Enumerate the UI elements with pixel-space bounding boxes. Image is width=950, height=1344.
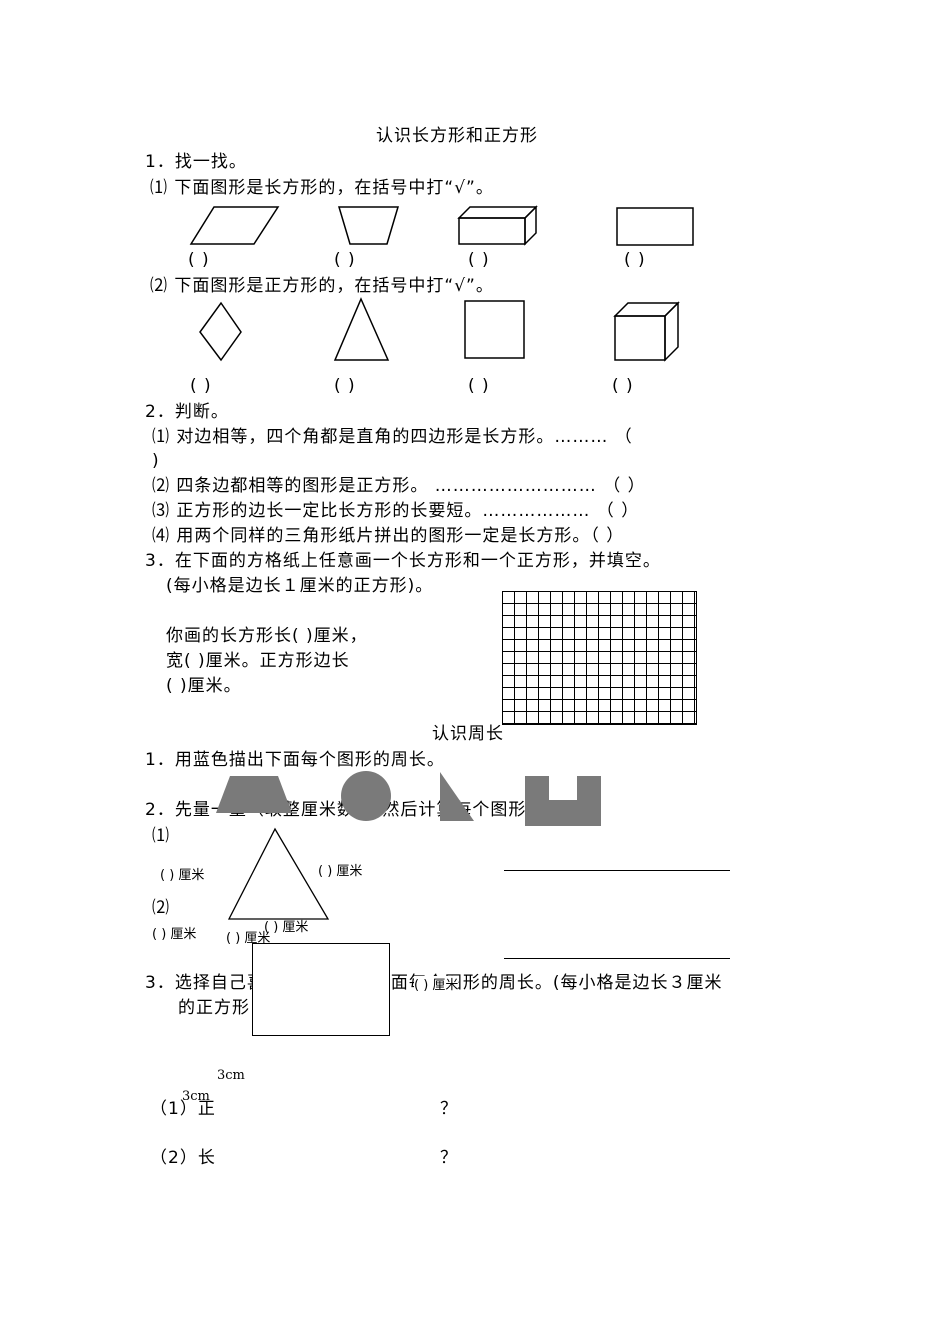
trapezoid-shape xyxy=(337,206,400,245)
perimeter-q3-part2: （2）长 xyxy=(150,1148,216,1168)
dim-label-top: 3cm xyxy=(217,1068,245,1083)
answer-paren-1d[interactable]: ( ) xyxy=(624,250,646,270)
grey-circle-shape xyxy=(341,771,391,821)
cm-overlay-label: ( ) 厘米 xyxy=(414,976,459,996)
title-perimeter: 认识周长 xyxy=(432,724,504,744)
cm-label-left: ( ) 厘米 xyxy=(160,868,205,883)
perimeter-q3-part1: （1）正 xyxy=(150,1099,216,1119)
q2-statement-3: ⑶ 正方形的边长一定比长方形的长要短。……………… （ ） xyxy=(152,501,640,521)
grey-u-shape xyxy=(525,776,601,826)
answer-line-2[interactable] xyxy=(504,958,730,959)
title-rect-square: 认识长方形和正方形 xyxy=(376,126,538,146)
answer-paren-2b[interactable]: ( ) xyxy=(334,376,356,396)
answer-paren-1c[interactable]: ( ) xyxy=(468,250,490,270)
rhombus-shape xyxy=(199,301,242,362)
cm-label-2-left: ( ) 厘米 xyxy=(152,927,197,942)
answer-line-1[interactable] xyxy=(504,870,730,871)
q3-fill-line-2: 宽( )厘米。正方形边长 xyxy=(166,651,350,671)
cuboid-shape xyxy=(457,205,538,246)
q1-part1: ⑴ 下面图形是长方形的，在括号中打“√”。 xyxy=(150,178,494,198)
q1-heading: 1．找一找。 xyxy=(145,152,247,172)
cm-label-2-mid: ( ) 厘米 xyxy=(226,931,271,946)
perimeter-q1: 1．用蓝色描出下面每个图形的周长。 xyxy=(145,750,445,770)
rectangle-shape xyxy=(616,207,694,246)
q2-statement-2: ⑵ 四条边都相等的图形是正方形。 ……………………… （ ） xyxy=(152,476,646,496)
dim-label-side: 3cm xyxy=(182,1089,210,1104)
perimeter-q3-part2-end: ？ xyxy=(440,1148,458,1168)
perimeter-label-2: ⑵ xyxy=(152,898,170,918)
q3-fill-line-1: 你画的长方形长( )厘米， xyxy=(166,626,368,646)
perimeter-label-1: ⑴ xyxy=(152,826,170,846)
grey-triangle-shape xyxy=(440,772,474,821)
answer-paren-2d[interactable]: ( ) xyxy=(612,376,634,396)
cube-shape xyxy=(613,301,680,362)
q3-heading: 3．在下面的方格纸上任意画一个长方形和一个正方形，并填空。 xyxy=(145,551,661,571)
measure-rectangle-shape xyxy=(252,943,390,1036)
answer-paren-2c[interactable]: ( ) xyxy=(468,376,490,396)
q2-heading: 2．判断。 xyxy=(145,402,229,422)
answer-paren-1b[interactable]: ( ) xyxy=(334,250,356,270)
perimeter-q3-heading-2: 的正方形 xyxy=(178,998,250,1018)
perimeter-q3-part1-end: ？ xyxy=(440,1099,458,1119)
square-shape xyxy=(464,300,525,359)
answer-paren-2a[interactable]: ( ) xyxy=(190,376,212,396)
q1-part2: ⑵ 下面图形是正方形的，在括号中打“√”。 xyxy=(150,276,494,296)
q2-statement-4: ⑷ 用两个同样的三角形纸片拼出的图形一定是长方形。（ ） xyxy=(152,526,625,546)
cm-label-right: ( ) 厘米 xyxy=(318,864,363,879)
q3-note: (每小格是边长１厘米的正方形)。 xyxy=(166,576,434,596)
q2-statement-1: ⑴ 对边相等，四个角都是直角的四边形是长方形。……… （ xyxy=(152,427,633,447)
answer-paren-1a[interactable]: ( ) xyxy=(188,250,210,270)
q2-statement-1-close: ) xyxy=(152,451,160,471)
grey-trapezoid-shape xyxy=(216,776,292,813)
grid-paper[interactable] xyxy=(502,591,697,725)
parallelogram-shape xyxy=(189,206,280,245)
measure-triangle-shape xyxy=(227,827,330,920)
q3-fill-line-3: ( )厘米。 xyxy=(166,676,242,696)
cm-label-bottom: ( ) 厘米 xyxy=(264,920,309,935)
triangle-shape xyxy=(333,297,390,361)
